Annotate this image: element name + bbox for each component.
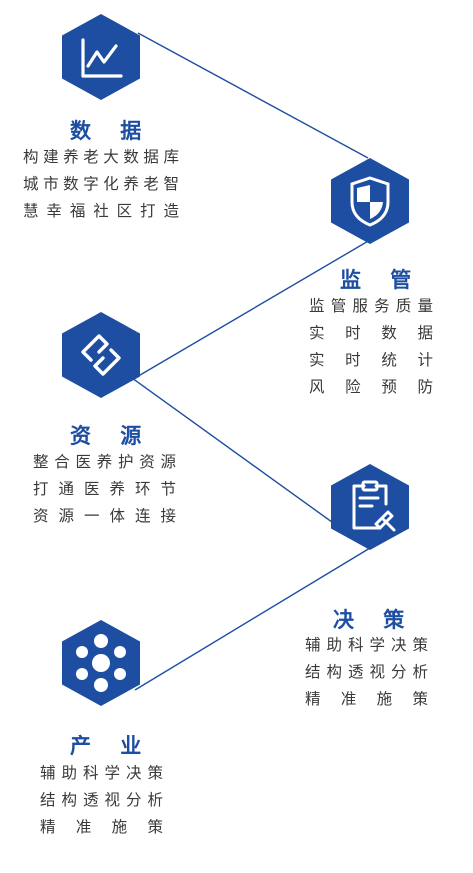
node-industry-hexagon <box>61 620 141 706</box>
node-data-line: 构建养老大数据库 <box>23 148 179 166</box>
connector-3 <box>131 377 369 549</box>
node-resource-line: 打通医养环节 <box>33 480 176 498</box>
node-data-hexagon <box>61 14 141 100</box>
node-industry-text: 辅助科学决策 结构透视分析 精 准 施 策 <box>40 760 163 841</box>
node-industry-line: 辅助科学决策 <box>40 764 163 782</box>
node-resource-line: 整合医养护资源 <box>33 453 176 471</box>
node-supervision-line: 实 时 统 计 <box>309 351 433 369</box>
node-decision-line: 结构透视分析 <box>305 663 428 681</box>
connector-2 <box>134 239 371 379</box>
node-supervision-text: 监管服务质量 实 时 数 据 实 时 统 计 风 险 预 防 <box>309 293 433 401</box>
connector-4 <box>134 547 371 691</box>
node-supervision-title: 监 管 <box>340 268 423 292</box>
node-industry-line: 结构透视分析 <box>40 791 163 809</box>
node-decision-title: 决 策 <box>333 608 416 632</box>
node-resource-title: 资 源 <box>70 424 153 448</box>
node-decision-text: 辅助科学决策 结构透视分析 精 准 施 策 <box>305 632 428 713</box>
node-data-text: 构建养老大数据库 城市数字化养老智 慧幸福社区打造 <box>23 144 179 225</box>
node-data-title: 数 据 <box>70 119 153 143</box>
connector-1 <box>137 32 369 159</box>
line-chart-icon <box>62 14 140 100</box>
node-industry-line: 精 准 施 策 <box>40 818 163 836</box>
node-resource-text: 整合医养护资源 打通医养环节 资源一体连接 <box>33 449 176 530</box>
node-supervision-line: 实 时 数 据 <box>309 324 433 342</box>
node-resource-hexagon <box>61 312 141 398</box>
node-resource-line: 资源一体连接 <box>33 507 176 525</box>
node-decision-hexagon <box>330 464 410 550</box>
node-data-line: 城市数字化养老智 <box>23 175 179 193</box>
node-data-line: 慧幸福社区打造 <box>23 202 179 220</box>
molecule-icon <box>62 620 140 706</box>
node-decision-line: 辅助科学决策 <box>305 636 428 654</box>
shield-icon <box>331 158 409 244</box>
node-industry-title: 产 业 <box>70 734 153 758</box>
node-supervision-line: 监管服务质量 <box>309 297 433 315</box>
node-decision-line: 精 准 施 策 <box>305 690 428 708</box>
node-supervision-hexagon <box>330 158 410 244</box>
clipboard-gavel-icon <box>331 464 409 550</box>
chain-link-icon <box>62 312 140 398</box>
node-supervision-line: 风 险 预 防 <box>309 378 433 396</box>
